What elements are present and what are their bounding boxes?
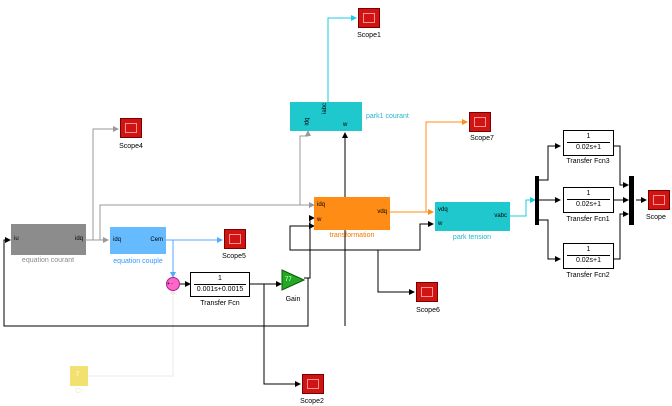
- transfer-fcn-block[interactable]: 1 0.001s+0.0015: [190, 272, 250, 297]
- wire-gain-to-transformation: [304, 215, 315, 279]
- tf3-numerator: 1: [586, 133, 591, 140]
- tf1-numerator: 1: [586, 190, 591, 197]
- demux-bar[interactable]: [535, 176, 539, 225]
- scope5-label: Scope5: [222, 253, 246, 260]
- transfer-fcn3-label: Transfer Fcn3: [566, 158, 610, 165]
- scope-block[interactable]: [648, 190, 670, 210]
- port-cem: Cem: [150, 237, 163, 243]
- scope6-label: Scope6: [416, 307, 440, 314]
- transformation-block[interactable]: idq w vdq: [314, 197, 390, 230]
- transfer-fcn1-label: Transfer Fcn1: [566, 216, 610, 223]
- port-idq: idq: [317, 202, 326, 208]
- wire-vdq-to-scope7: [425, 119, 468, 212]
- park-tension-block[interactable]: vdq w vabc: [435, 202, 510, 231]
- tf1-fraction-bar: [567, 199, 610, 200]
- park1-courant-label: park1 courant: [366, 113, 409, 120]
- scope1-block[interactable]: [358, 8, 380, 28]
- wire-tf2-to-mux: [614, 211, 629, 260]
- tf2-fraction-bar: [567, 255, 610, 256]
- wire-speed-bus: [3, 237, 309, 327]
- mux-bar[interactable]: [629, 176, 634, 225]
- scope7-block[interactable]: [469, 112, 491, 132]
- gain-label: Gain: [285, 296, 301, 303]
- equation-courant-block[interactable]: iu idq: [11, 224, 86, 255]
- port-vdq: vdq: [438, 207, 448, 213]
- scope1-label: Scope1: [357, 32, 381, 39]
- transfer-fcn1-block[interactable]: 1 0.02s+1: [563, 187, 614, 213]
- wire-constant-to-sum: [88, 288, 176, 377]
- tf-numerator: 1: [218, 275, 222, 282]
- scope2-label: Scope2: [300, 398, 324, 405]
- constant-value: 7: [76, 372, 80, 378]
- wire-vabc-to-demux: [510, 197, 536, 217]
- wire-idq-to-transformation: [99, 202, 315, 240]
- tf2-numerator: 1: [586, 246, 591, 253]
- wire-idq-to-scope4: [92, 126, 119, 240]
- transformation-label: transformation: [329, 232, 375, 239]
- sum-block[interactable]: + -: [166, 277, 180, 291]
- equation-courant-label: equation courant: [21, 257, 75, 264]
- scope6-block[interactable]: [416, 282, 438, 302]
- port-idq: idq: [304, 117, 311, 126]
- transfer-fcn-label: Transfer Fcn: [200, 300, 240, 307]
- constant-label: Cr: [75, 388, 83, 395]
- equation-couple-label: equation couple: [113, 258, 163, 265]
- port-vabc: vabc: [494, 213, 507, 219]
- port-iabc: iabc: [322, 102, 329, 115]
- scope4-label: Scope4: [119, 143, 143, 150]
- equation-couple-block[interactable]: idq Cem: [110, 227, 166, 254]
- wire-w-to-transformation: [289, 223, 346, 326]
- port-w: w: [343, 122, 348, 128]
- wire-idq-to-park1: [299, 130, 311, 205]
- port-w: w: [317, 217, 322, 223]
- tf3-denominator: 0.02s+1: [575, 144, 602, 151]
- scope2-block[interactable]: [302, 374, 324, 394]
- tf-fraction-bar: [194, 284, 246, 285]
- gain-value: 77: [285, 277, 292, 283]
- wire-tf3-to-mux: [614, 145, 629, 188]
- scope5-block[interactable]: [224, 229, 246, 249]
- tf3-fraction-bar: [567, 142, 610, 143]
- gain-block[interactable]: [281, 269, 305, 291]
- sum-signs: + -: [167, 281, 173, 287]
- wire-iabc-to-scope1: [327, 15, 357, 102]
- transfer-fcn2-block[interactable]: 1 0.02s+1: [563, 243, 614, 269]
- port-idq: idq: [113, 237, 122, 243]
- wire-tf-to-scope2: [263, 284, 301, 387]
- port-w: w: [438, 221, 443, 227]
- scope7-label: Scope7: [470, 135, 494, 142]
- tf1-denominator: 0.02s+1: [575, 201, 602, 208]
- wire-demux-to-tf3: [539, 143, 561, 181]
- port-iu: iu: [14, 236, 19, 242]
- park1-courant-block[interactable]: idq iabc w: [290, 102, 362, 131]
- transfer-fcn3-block[interactable]: 1 0.02s+1: [563, 130, 614, 156]
- scope-label: Scope: [646, 214, 666, 221]
- wire-w-to-scope6: [377, 250, 415, 295]
- scope4-block[interactable]: [120, 118, 142, 138]
- port-idq: idq: [74, 236, 83, 242]
- wire-demux-to-tf2: [539, 219, 561, 262]
- transfer-fcn2-label: Transfer Fcn2: [566, 272, 610, 279]
- tf-denominator: 0.001s+0.0015: [196, 286, 244, 293]
- tf2-denominator: 0.02s+1: [575, 257, 602, 264]
- port-vdq: vdq: [377, 209, 387, 215]
- constant-block[interactable]: 7: [70, 366, 88, 386]
- wire-w-to-park-tension: [345, 221, 434, 251]
- park-tension-label: park tension: [452, 234, 492, 241]
